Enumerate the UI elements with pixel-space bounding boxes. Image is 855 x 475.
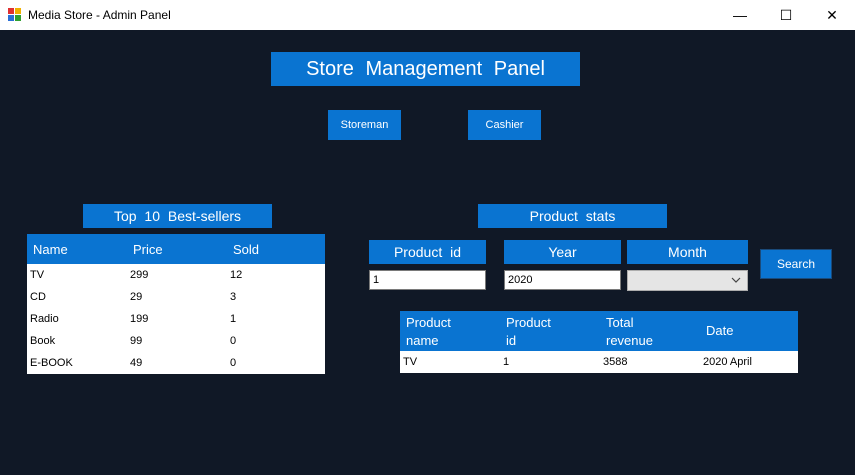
chevron-down-icon <box>731 273 741 290</box>
minimize-icon: — <box>733 7 747 23</box>
year-label: Year <box>504 240 621 264</box>
cell-price: 99 <box>130 335 143 347</box>
column-header-sold: Sold <box>233 242 260 257</box>
cell-product-name: TV <box>403 356 418 368</box>
search-button[interactable]: Search <box>760 249 832 279</box>
column-header-name: Name <box>33 242 68 257</box>
cell-sold: 3 <box>230 291 237 303</box>
close-button[interactable]: ✕ <box>809 0 855 30</box>
column-header-price: Price <box>133 242 163 257</box>
app-icon <box>8 8 22 22</box>
table-row[interactable]: Radio 199 1 <box>27 308 325 330</box>
product-stats-title: Product stats <box>478 204 667 228</box>
cell-product-id: 1 <box>503 356 510 368</box>
bestsellers-table: TV 299 12 CD 29 3 Radio 199 1 Book 99 0 … <box>27 264 325 374</box>
product-id-input[interactable]: 1 <box>369 270 486 290</box>
maximize-icon: ☐ <box>779 6 793 23</box>
cell-sold: 0 <box>230 357 237 369</box>
cell-name: Book <box>30 335 56 347</box>
client-area: Store Management Panel Storeman Cashier … <box>0 30 855 475</box>
month-select[interactable] <box>627 270 748 291</box>
cell-total-revenue: 3588 <box>603 356 628 368</box>
product-id-label: Product id <box>369 240 486 264</box>
cell-price: 299 <box>130 269 149 281</box>
table-row[interactable]: E-BOOK 49 0 <box>27 352 325 374</box>
year-input[interactable]: 2020 <box>504 270 621 290</box>
window-titlebar: Media Store - Admin Panel — ☐ ✕ <box>0 0 855 30</box>
cell-name: TV <box>30 269 45 281</box>
close-icon: ✕ <box>826 6 838 23</box>
cashier-button[interactable]: Cashier <box>468 110 541 140</box>
cell-name: CD <box>30 291 46 303</box>
cell-price: 199 <box>130 313 149 325</box>
cell-sold: 12 <box>230 269 243 281</box>
stats-table: TV 1 3588 2020 April <box>400 351 798 373</box>
cell-name: Radio <box>30 313 59 325</box>
table-row[interactable]: TV 1 3588 2020 April <box>400 351 798 373</box>
cell-date: 2020 April <box>703 356 752 368</box>
window-title: Media Store - Admin Panel <box>28 8 171 22</box>
cell-name: E-BOOK <box>30 357 73 369</box>
table-row[interactable]: Book 99 0 <box>27 330 325 352</box>
bestsellers-header: Name Price Sold <box>27 234 325 264</box>
maximize-button[interactable]: ☐ <box>763 0 809 30</box>
cell-sold: 0 <box>230 335 237 347</box>
minimize-button[interactable]: — <box>717 0 763 30</box>
cell-price: 49 <box>130 357 143 369</box>
table-row[interactable]: TV 299 12 <box>27 264 325 286</box>
cell-sold: 1 <box>230 313 237 325</box>
table-row[interactable]: CD 29 3 <box>27 286 325 308</box>
cell-price: 29 <box>130 291 143 303</box>
bestsellers-title: Top 10 Best-sellers <box>83 204 272 228</box>
column-header-date: Date <box>706 323 734 338</box>
storeman-button[interactable]: Storeman <box>328 110 401 140</box>
page-title: Store Management Panel <box>271 52 580 86</box>
month-label: Month <box>627 240 748 264</box>
